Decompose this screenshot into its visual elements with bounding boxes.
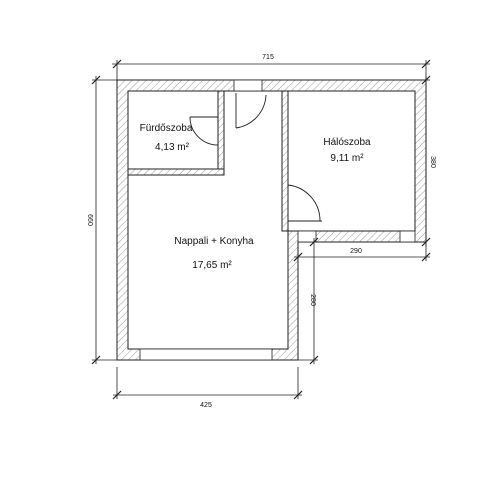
dimension-top-label: 715 — [262, 54, 274, 61]
bottom-window — [139, 348, 273, 361]
dimension-step-horizontal-label: 290 — [350, 248, 362, 255]
dimension-bottom-label: 425 — [200, 402, 212, 409]
bedroom-left-wall — [281, 90, 289, 232]
dimension-left-label: 660 — [86, 214, 93, 226]
dimension-step-horizontal: 290 — [293, 242, 431, 262]
dimension-top: 715 — [112, 54, 431, 80]
dimension-left: 660 — [86, 75, 117, 365]
dimension-step-vertical: 280 — [298, 237, 319, 365]
dimension-step-vertical-label: 280 — [309, 294, 316, 306]
dimension-bottom: 425 — [112, 367, 303, 409]
bathroom-door — [189, 116, 219, 150]
bathroom-area: 4,13 m² — [155, 142, 190, 153]
living-area: 17,65 m² — [192, 260, 232, 271]
living-name: Nappali + Konyha — [174, 236, 254, 247]
dimension-right: 380 — [421, 75, 436, 247]
exterior-wall — [116, 79, 427, 361]
right-opening — [399, 230, 416, 243]
dimension-right-label: 380 — [429, 156, 436, 168]
bedroom-name: Hálószoba — [323, 137, 371, 148]
bathroom-name: Fürdőszoba — [140, 123, 193, 134]
top-window — [233, 79, 263, 92]
living-top-door — [235, 93, 267, 129]
bedroom-door — [287, 183, 322, 222]
bedroom-area: 9,11 m² — [330, 153, 364, 164]
step-opening — [297, 230, 317, 243]
bathroom-bottom-wall — [127, 168, 225, 176]
bathroom-right-wall — [217, 90, 225, 176]
